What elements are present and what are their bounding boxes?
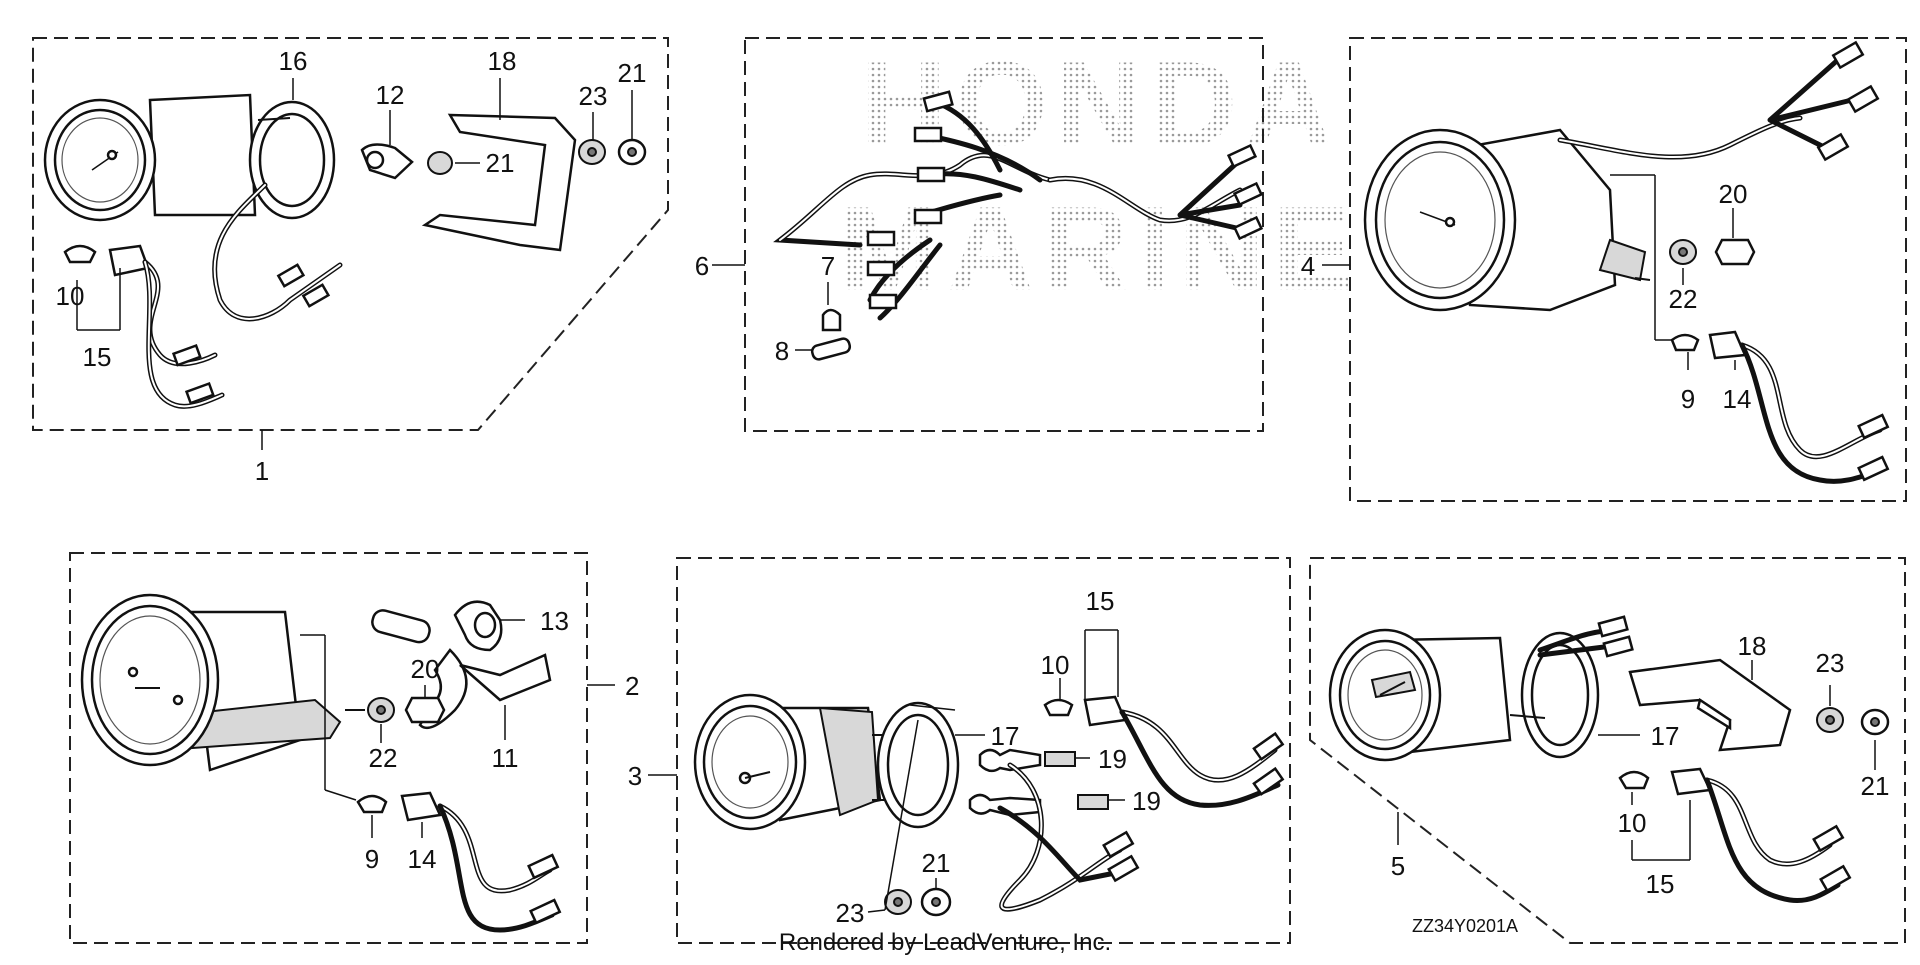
wiring-harness-6: [773, 97, 1248, 321]
callout-9: 9: [365, 844, 379, 874]
bracket-18-br: [1628, 658, 1792, 752]
callout-15: 15: [83, 342, 112, 372]
nut-21a: [427, 151, 453, 175]
terminal-19a: [978, 748, 1042, 773]
panel-1: 16 12 18 23 21 21 10 15 1: [32, 37, 669, 486]
callout-21a: 21: [618, 58, 647, 88]
callout-22: 22: [369, 743, 398, 773]
callout-20: 20: [1719, 179, 1748, 209]
bulb-9-bl: [356, 794, 388, 814]
callout-18: 18: [488, 46, 517, 76]
callout-3: 3: [628, 761, 642, 791]
diagram-code: ZZ34Y0201A: [1412, 916, 1518, 936]
callout-16: 16: [279, 46, 308, 76]
callout-10: 10: [56, 281, 85, 311]
bulb-10-br: [1618, 770, 1650, 790]
cap-7: [821, 308, 842, 332]
callout-8: 8: [775, 336, 789, 366]
bracket-18: [421, 113, 577, 252]
bulb-10: [63, 244, 97, 264]
callout-17: 17: [991, 721, 1020, 751]
nut-20-top: [1714, 238, 1756, 266]
callout-21b: 21: [486, 148, 515, 178]
callout-22: 22: [1669, 284, 1698, 314]
callout-5: 5: [1391, 851, 1405, 881]
callout-19a: 19: [1098, 744, 1127, 774]
socket-15-br: [1670, 767, 1712, 796]
sleeve-8: [810, 337, 852, 361]
panel-6: 6 7 8: [695, 37, 1264, 432]
bulb-10-mid: [1043, 698, 1074, 717]
nut-20-bl: [404, 696, 446, 724]
callout-10: 10: [1618, 808, 1647, 838]
callout-19b: 19: [1132, 786, 1161, 816]
callout-14: 14: [1723, 384, 1752, 414]
socket-15: [108, 244, 150, 277]
callout-15: 15: [1086, 586, 1115, 616]
watermark: HONDA MARINE: [839, 37, 1360, 316]
watermark-line-2: MARINE: [839, 182, 1360, 316]
callout-23: 23: [1816, 648, 1845, 678]
socket-14-bl: [400, 791, 442, 822]
callout-11: 11: [492, 743, 519, 773]
gauge-2: [80, 593, 342, 772]
footer-credit: Rendered by LeadVenture, Inc.: [779, 929, 1111, 956]
callout-17: 17: [1651, 721, 1680, 751]
callout-10: 10: [1041, 650, 1070, 680]
bulb-9-top: [1670, 333, 1700, 352]
callout-2: 2: [625, 671, 639, 701]
gauge-1: [43, 93, 257, 222]
connectors-6: [866, 90, 1264, 310]
callout-23: 23: [579, 81, 608, 111]
callout-18: 18: [1738, 631, 1767, 661]
callout-21: 21: [922, 848, 951, 878]
callout-14: 14: [408, 844, 437, 874]
panel-4: 4 20 22 9 14: [1301, 37, 1907, 502]
callout-1: 1: [255, 456, 269, 486]
callout-6: 6: [695, 251, 709, 281]
gauge-3: [693, 693, 900, 831]
callout-12: 12: [376, 80, 405, 110]
gauge-5: [1328, 628, 1512, 762]
callout-9: 9: [1681, 384, 1695, 414]
callout-7: 7: [821, 251, 835, 281]
callout-21: 21: [1861, 771, 1890, 801]
panel-3: 15 10 17 19 19 3 21 23: [628, 557, 1291, 944]
callout-20: 20: [411, 654, 440, 684]
panel-5: 18 23 17 21 10 15 5: [1309, 557, 1906, 944]
socket-15-mid: [1083, 695, 1127, 727]
gauge-4: [1363, 128, 1651, 312]
callout-15: 15: [1646, 869, 1675, 899]
callout-4: 4: [1301, 251, 1315, 281]
panel-2: 13 2 20 22 11 9 14: [69, 552, 639, 944]
callout-23: 23: [836, 898, 865, 928]
callout-13: 13: [540, 606, 569, 636]
hose-part-13a: [371, 609, 431, 644]
